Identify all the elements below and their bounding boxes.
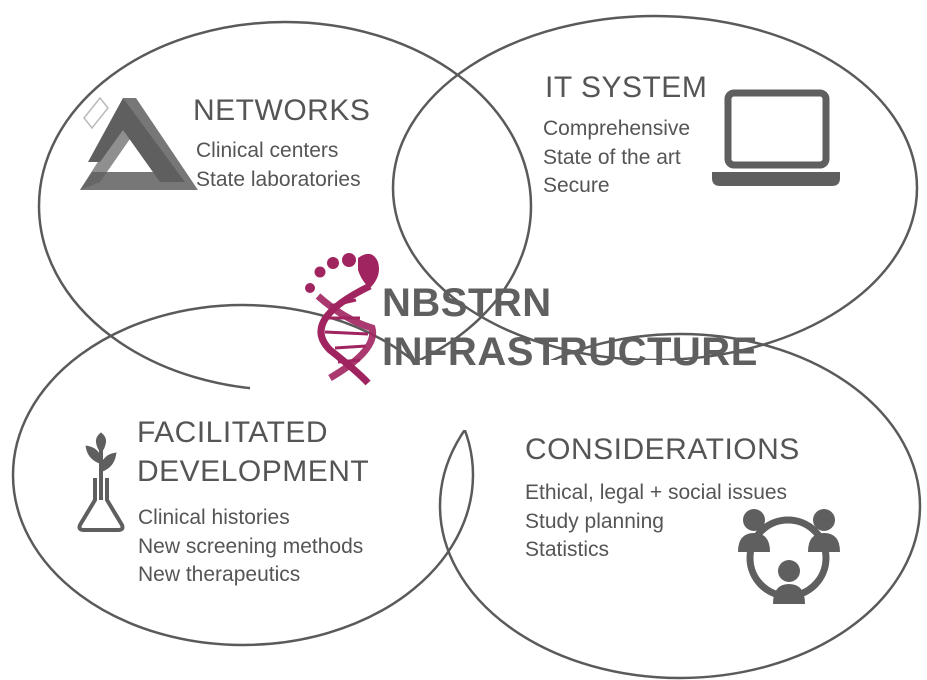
it-system-list: Comprehensive State of the art Secure	[543, 115, 690, 201]
list-item: Clinical centers	[196, 139, 339, 162]
facilitated-development-list: Clinical histories New screening methods…	[138, 504, 363, 590]
considerations-title: CONSIDERATIONS	[525, 433, 800, 466]
networks-list: Clinical centers State laboratories	[196, 137, 361, 194]
list-item: State of the art	[543, 145, 681, 169]
laptop-icon	[712, 89, 840, 186]
considerations-ellipse	[438, 332, 922, 680]
list-item: Study planning	[525, 509, 664, 533]
center-title-line2: INFRASTRUCTURE	[382, 330, 758, 374]
list-item: State laboratories	[196, 167, 361, 191]
list-item: Statistics	[525, 538, 610, 561]
list-item: Comprehensive	[543, 117, 691, 140]
it-system-title: IT SYSTEM	[545, 71, 708, 104]
networks-title: NETWORKS	[193, 94, 371, 127]
list-item: Secure	[543, 174, 610, 197]
considerations-list: Ethical, legal + social issues Study pla…	[525, 479, 787, 565]
facilitated-development-title-line1: FACILITATED	[137, 416, 329, 449]
facilitated-development-ellipse	[11, 303, 475, 647]
footprint-dna-icon	[305, 253, 379, 386]
list-item: Clinical histories	[138, 506, 290, 529]
list-item: New screening methods	[138, 534, 364, 558]
flask-plant-icon	[77, 432, 125, 532]
center-title-line1: NBSTRN	[382, 281, 552, 325]
list-item: New therapeutics	[138, 563, 301, 586]
triangle-network-icon	[80, 96, 198, 190]
facilitated-development-title-line2: DEVELOPMENT	[137, 455, 370, 488]
list-item: Ethical, legal + social issues	[525, 481, 788, 504]
people-circle-icon	[738, 509, 840, 604]
